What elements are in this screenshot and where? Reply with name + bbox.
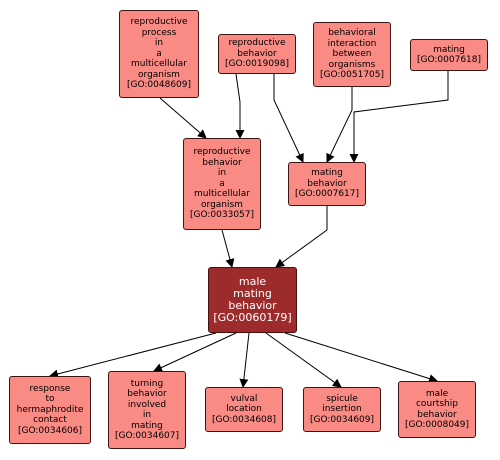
node-label: mating behavior [GO:0007617] (294, 168, 360, 200)
node-label: response to hermaphrodite contact [GO:00… (16, 383, 84, 436)
node-male-mating-behavior[interactable]: male mating behavior [GO:0060179] (208, 267, 297, 333)
edge-n0019098-to-n0007617 (273, 74, 304, 163)
node-mating-behavior[interactable]: mating behavior [GO:0007617] (288, 162, 366, 206)
node-male-courtship-behavior[interactable]: male courtship behavior [GO:0008049] (398, 381, 476, 438)
node-response-to-hermaphrodite-contact[interactable]: response to hermaphrodite contact [GO:00… (9, 376, 91, 444)
node-mating[interactable]: mating [GO:0007618] (410, 39, 488, 71)
node-spicule-insertion[interactable]: spicule insertion [GO:0034609] (303, 387, 381, 432)
edge-n0060179-to-n0034609 (265, 332, 342, 388)
edge-n0060179-to-n0034606 (49, 332, 217, 379)
node-label: male courtship behavior [GO:0008049] (404, 388, 470, 431)
node-vulval-location[interactable]: vulval location [GO:0034608] (205, 387, 283, 432)
edge-n0033057-to-n0060179 (221, 229, 235, 268)
node-label: mating [GO:0007618] (416, 44, 482, 66)
node-turning-behavior-involved-in-mating[interactable]: turning behavior involved in mating [GO:… (108, 371, 186, 449)
node-reproductive-process-in-multicellular-organism[interactable]: reproductive process in a multicellular … (119, 10, 199, 98)
edge-n0007618-to-n0007617 (349, 71, 449, 163)
node-reproductive-behavior-in-multicellular-organism[interactable]: reproductive behavior in a multicellular… (183, 138, 261, 230)
edge-n0060179-to-n0034608 (239, 332, 250, 388)
node-label: vulval location [GO:0034608] (211, 393, 277, 425)
edge-n0007617-to-n0060179 (275, 206, 328, 268)
node-label: spicule insertion [GO:0034609] (309, 393, 375, 425)
node-behavioral-interaction-between-organisms[interactable]: behavioral interaction between organisms… (313, 22, 391, 87)
node-label: reproductive process in a multicellular … (126, 17, 192, 91)
edge-n0060179-to-n0034607 (153, 332, 237, 372)
node-label: turning behavior involved in mating [GO:… (114, 378, 180, 442)
edge-n0048609-to-n0033057 (159, 97, 207, 139)
node-label: male mating behavior [GO:0060179] (213, 275, 292, 324)
edge-n0019098-to-n0033057 (235, 73, 245, 139)
edge-n0051705-to-n0007617 (326, 87, 353, 163)
edge-n0060179-to-n0008049 (284, 332, 438, 383)
node-reproductive-behavior[interactable]: reproductive behavior [GO:0019098] (218, 34, 296, 74)
node-label: reproductive behavior in a multicellular… (189, 147, 255, 221)
node-label: behavioral interaction between organisms… (319, 28, 385, 81)
node-label: reproductive behavior [GO:0019098] (224, 38, 290, 70)
